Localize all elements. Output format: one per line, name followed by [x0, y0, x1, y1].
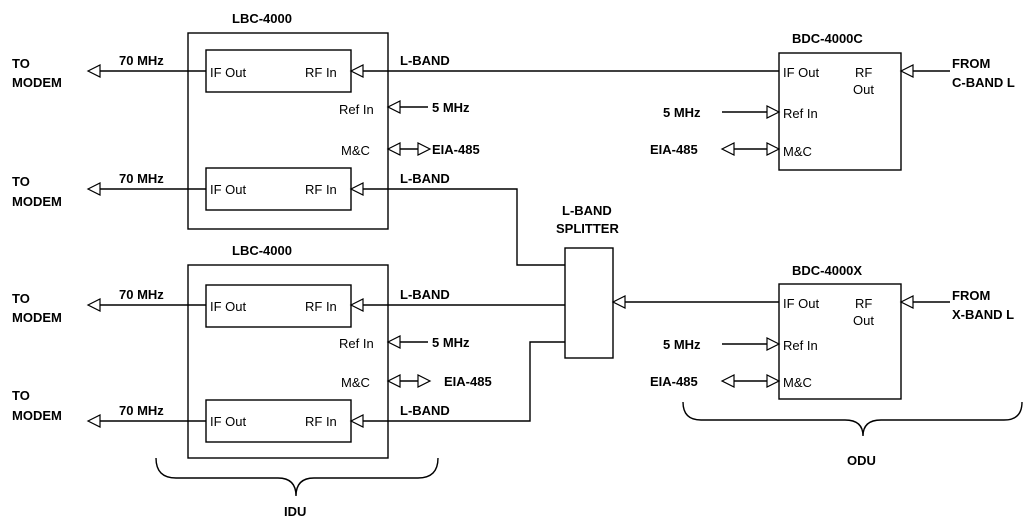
bdc-x-rf: RF: [855, 296, 872, 311]
arrow-icon: [349, 182, 364, 196]
bdc-c-rf: RF: [855, 65, 872, 80]
arrow-icon: [766, 374, 781, 388]
lbc-top-ch2-ifout: IF Out: [210, 182, 247, 197]
splitter-title-line1: L-BAND: [562, 203, 612, 218]
to-modem-3-modem: MODEM: [12, 310, 62, 325]
lbc-bottom-ch2-rfin: RF In: [305, 414, 337, 429]
bdc-c-out: Out: [853, 82, 874, 97]
arrow-icon: [386, 142, 401, 156]
from-cband-from: FROM: [952, 56, 990, 71]
lbc-top-title: LBC-4000: [232, 11, 292, 26]
arrow-icon: [386, 374, 401, 388]
lbc-top-refin: Ref In: [339, 102, 374, 117]
eia485-top: EIA-485: [432, 142, 480, 157]
arrow-icon: [86, 298, 101, 312]
bdc-x-refin: Ref In: [783, 338, 818, 353]
odu-label: ODU: [847, 453, 876, 468]
to-modem-1-to: TO: [12, 56, 30, 71]
bdc-x-out: Out: [853, 313, 874, 328]
bdc-c-5mhz: 5 MHz: [663, 105, 701, 120]
bdc-c-refin: Ref In: [783, 106, 818, 121]
lbc-top-mc: M&C: [341, 143, 370, 158]
lbc-top-channel2-box: [205, 167, 352, 211]
bdc-c-ifout: IF Out: [783, 65, 820, 80]
bdc-x-5mhz: 5 MHz: [663, 337, 701, 352]
lbc-bottom-title: LBC-4000: [232, 243, 292, 258]
bdc-c-title: BDC-4000C: [792, 31, 863, 46]
wire-lband-splitter-1: [363, 188, 565, 266]
freq-70mhz-4: 70 MHz: [119, 403, 164, 418]
arrow-icon: [720, 374, 735, 388]
lbc-top-ch1-rfin: RF In: [305, 65, 337, 80]
lband-label-3: L-BAND: [400, 287, 450, 302]
arrow-icon: [899, 295, 914, 309]
arrow-icon: [86, 182, 101, 196]
idu-brace: [155, 457, 439, 497]
wire-lband-splitter-3: [363, 341, 565, 422]
splitter-title-line2: SPLITTER: [556, 221, 619, 236]
ref-5mhz-bottom: 5 MHz: [432, 335, 470, 350]
bdc-x-eia485: EIA-485: [650, 374, 698, 389]
to-modem-4-modem: MODEM: [12, 408, 62, 423]
bdc-x-ifout: IF Out: [783, 296, 820, 311]
lbc-bottom-ch1-rfin: RF In: [305, 299, 337, 314]
to-modem-4-to: TO: [12, 388, 30, 403]
lbc-top-channel1-box: [205, 49, 352, 93]
bdc-x-box: [778, 283, 902, 400]
arrow-icon: [349, 64, 364, 78]
lband-splitter-box: [564, 247, 614, 359]
eia485-bottom: EIA-485: [444, 374, 492, 389]
to-modem-3-to: TO: [12, 291, 30, 306]
bdc-x-mc: M&C: [783, 375, 812, 390]
arrow-icon: [611, 295, 626, 309]
to-modem-2-to: TO: [12, 174, 30, 189]
arrow-icon: [349, 298, 364, 312]
bdc-c-box: [778, 52, 902, 171]
from-cband-label: C-BAND L: [952, 75, 1015, 90]
lbc-bottom-ch1-ifout: IF Out: [210, 299, 247, 314]
arrow-icon: [417, 374, 432, 388]
lband-label-1: L-BAND: [400, 53, 450, 68]
freq-70mhz-3: 70 MHz: [119, 287, 164, 302]
lband-label-2: L-BAND: [400, 171, 450, 186]
lbc-bottom-refin: Ref In: [339, 336, 374, 351]
ref-5mhz-top: 5 MHz: [432, 100, 470, 115]
arrow-icon: [899, 64, 914, 78]
arrow-icon: [766, 337, 781, 351]
bdc-x-title: BDC-4000X: [792, 263, 862, 278]
lbc-bottom-channel1-box: [205, 284, 352, 328]
lbc-top-ch2-rfin: RF In: [305, 182, 337, 197]
to-modem-1-modem: MODEM: [12, 75, 62, 90]
lbc-bottom-channel2-box: [205, 399, 352, 443]
odu-brace: [682, 401, 1023, 437]
from-xband-from: FROM: [952, 288, 990, 303]
arrow-icon: [417, 142, 432, 156]
from-xband-label: X-BAND L: [952, 307, 1014, 322]
arrow-icon: [86, 64, 101, 78]
arrow-icon: [86, 414, 101, 428]
arrow-icon: [386, 335, 401, 349]
freq-70mhz-2: 70 MHz: [119, 171, 164, 186]
bdc-c-mc: M&C: [783, 144, 812, 159]
idu-label: IDU: [284, 504, 306, 518]
arrow-icon: [766, 142, 781, 156]
arrow-icon: [766, 105, 781, 119]
freq-70mhz-1: 70 MHz: [119, 53, 164, 68]
arrow-icon: [386, 100, 401, 114]
to-modem-2-modem: MODEM: [12, 194, 62, 209]
bdc-c-eia485: EIA-485: [650, 142, 698, 157]
lband-label-4: L-BAND: [400, 403, 450, 418]
arrow-icon: [720, 142, 735, 156]
lbc-top-ch1-ifout: IF Out: [210, 65, 247, 80]
lbc-bottom-ch2-ifout: IF Out: [210, 414, 247, 429]
lbc-bottom-mc: M&C: [341, 375, 370, 390]
arrow-icon: [349, 414, 364, 428]
